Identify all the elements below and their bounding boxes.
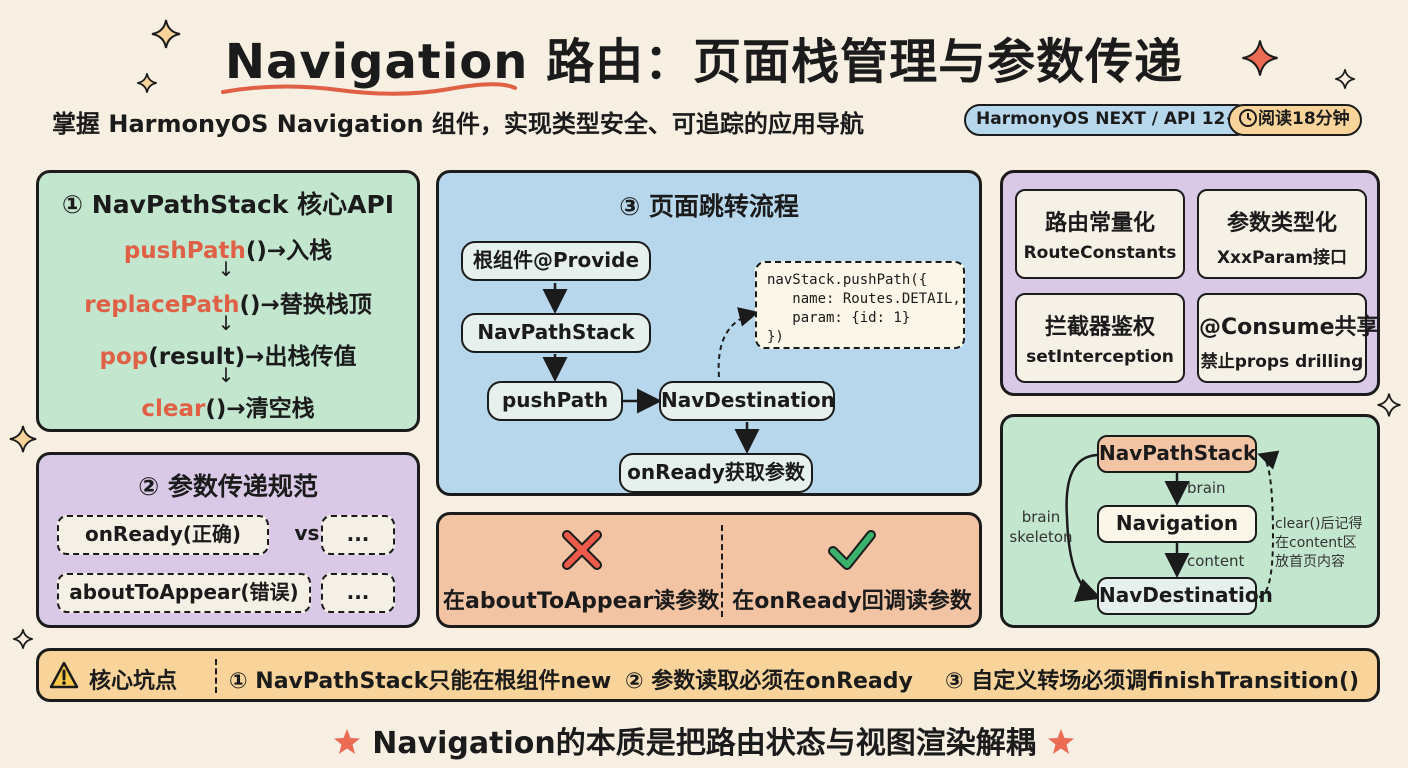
flow-node-onready: onReady获取参数 <box>619 453 813 493</box>
panel-nav-flow: ③ 页面跳转流程 根组件@Provide NavPathStack pushPa… <box>436 170 982 496</box>
check-icon <box>828 530 876 570</box>
panel-nav-flow-title: ③ 页面跳转流程 <box>619 192 799 221</box>
card-consume-share: @Consume共享禁止props drilling <box>1197 293 1379 383</box>
arch-label-brain-skeleton: brain skeleton <box>1009 508 1073 546</box>
pitfall-item: ① NavPathStack只能在根组件new <box>229 669 612 694</box>
panel-core-api: ① NavPathStack 核心API pushPath()→入栈 ↓ rep… <box>36 170 420 432</box>
arch-label-content: content <box>1187 552 1245 570</box>
arch-node-navpathstack: NavPathStack <box>1097 435 1257 473</box>
api-replace-path: replacePath()→替换栈顶 <box>39 285 417 319</box>
arch-node-navdestination: NavDestination <box>1097 577 1273 615</box>
card-title: 拦截器鉴权 <box>1044 315 1155 340</box>
pitfalls-label: 核心坑点 <box>89 669 178 694</box>
card-title: @Consume共享 <box>1199 315 1379 340</box>
compare-right-text: 在onReady回调读参数 <box>732 589 972 614</box>
card-subtitle: setInterception <box>1026 347 1174 367</box>
pitfalls-bar: 核心坑点 ① NavPathStack只能在根组件new ② 参数读取必须在on… <box>36 648 1380 702</box>
api-pop: pop(result)→出栈传值 <box>39 337 417 371</box>
sparkle-icon <box>13 629 33 649</box>
panel-param-rules-title: ② 参数传递规范 <box>138 472 318 501</box>
flow-connectors <box>542 283 760 454</box>
sparkle-icon <box>1335 69 1355 89</box>
arrow-down-icon: ↓ <box>217 311 235 335</box>
sparkle-icon <box>151 19 181 49</box>
vs-label: vs <box>294 521 320 545</box>
flow-node-navpathstack: NavPathStack <box>461 313 651 353</box>
api-fn: replacePath <box>84 292 240 318</box>
panel-best-practices: 路由常量化 RouteConstants 参数类型化 XxxParam接口 拦截器鉴… <box>1000 170 1380 396</box>
api-push-path: pushPath()→入栈 <box>39 231 417 265</box>
title-rest: 路由：页面栈管理与参数传递 <box>528 34 1184 90</box>
card-title: 路由常量化 <box>1044 211 1155 236</box>
read-time-text: 阅读18分钟 <box>1258 109 1350 129</box>
clock-icon <box>1239 109 1257 127</box>
read-time-badge: 阅读18分钟 <box>1228 104 1362 136</box>
sparkle-icon <box>9 425 37 453</box>
sparkle-icon <box>1377 393 1401 417</box>
panel-architecture: NavPathStack brain Navigation content Na… <box>1000 414 1380 628</box>
flow-node-pushpath: pushPath <box>487 381 623 421</box>
pitfall-item: ② 参数读取必须在onReady <box>625 669 913 694</box>
api-clear: clear()→清空栈 <box>39 389 417 423</box>
title-highlight-text: Navigation <box>224 34 529 90</box>
panel-core-api-title: ① NavPathStack 核心API <box>61 190 395 219</box>
compare-wrong-text: 在aboutToAppear读参数 <box>443 589 720 614</box>
arrow-down-icon: ↓ <box>217 363 235 387</box>
flow-node-navdestination: NavDestination <box>659 381 835 421</box>
pitfall-item: ③ 自定义转场必须调finishTransition() <box>945 669 1360 694</box>
wrong-hook-box: aboutToAppear(错误) <box>57 573 311 613</box>
page-title: Navigation 路由：页面栈管理与参数传递 <box>0 22 1408 96</box>
compare-divider <box>721 525 723 617</box>
arrow-down-icon: ↓ <box>217 257 235 281</box>
version-badge: HarmonyOS NEXT / API 12+ <box>964 104 1252 136</box>
api-desc: ()→入栈 <box>245 238 333 264</box>
card-param-typing: 参数类型化 XxxParam接口 <box>1197 189 1367 279</box>
cross-icon <box>562 530 602 570</box>
flow-node-root-provide: 根组件@Provide <box>461 241 651 281</box>
api-desc: ()→替换栈顶 <box>239 292 372 318</box>
sparkle-icon <box>137 73 157 93</box>
card-subtitle: RouteConstants <box>1023 243 1177 263</box>
footer-summary: Navigation的本质是把路由状态与视图渲染解耦 <box>0 718 1408 762</box>
api-fn: pushPath <box>123 238 246 264</box>
panel-compare: 在aboutToAppear读参数 在onReady回调读参数 <box>436 512 982 628</box>
code-snippet: navStack.pushPath({ name: Routes.DETAIL,… <box>755 261 965 349</box>
ellipsis-box: ... <box>321 515 395 555</box>
pitfalls-divider <box>215 659 217 693</box>
card-subtitle: XxxParam接口 <box>1216 248 1348 268</box>
arch-label-brain: brain <box>1187 479 1226 497</box>
footer-text: Navigation的本质是把路由状态与视图渲染解耦 <box>372 726 1036 761</box>
ellipsis-box: ... <box>321 573 395 613</box>
star-icon <box>334 729 361 754</box>
arch-note-clear: clear()后记得 在content区 放首页内容 <box>1275 516 1363 570</box>
sparkle-icon <box>1242 40 1278 76</box>
subtitle: 掌握 HarmonyOS Navigation 组件，实现类型安全、可追踪的应用… <box>52 110 864 138</box>
arch-node-navigation: Navigation <box>1097 505 1257 543</box>
api-fn: clear <box>141 396 206 422</box>
card-title: 参数类型化 <box>1226 211 1337 236</box>
warning-icon <box>49 661 79 689</box>
api-desc: ()→清空栈 <box>205 396 315 422</box>
star-icon <box>1047 729 1074 754</box>
api-fn: pop <box>99 344 149 370</box>
underline-icon <box>220 82 517 96</box>
title-highlight: Navigation <box>220 34 529 96</box>
card-interceptor: 拦截器鉴权 setInterception <box>1015 293 1185 383</box>
panel-param-rules: ② 参数传递规范 onReady(正确) vs ... aboutToAppea… <box>36 452 420 628</box>
correct-hook-box: onReady(正确) <box>57 515 269 555</box>
card-route-constants: 路由常量化 RouteConstants <box>1015 189 1185 279</box>
arch-connectors <box>1065 450 1280 603</box>
api-desc: (result)→出栈传值 <box>148 344 357 370</box>
card-subtitle: 禁止props drilling <box>1200 352 1364 372</box>
